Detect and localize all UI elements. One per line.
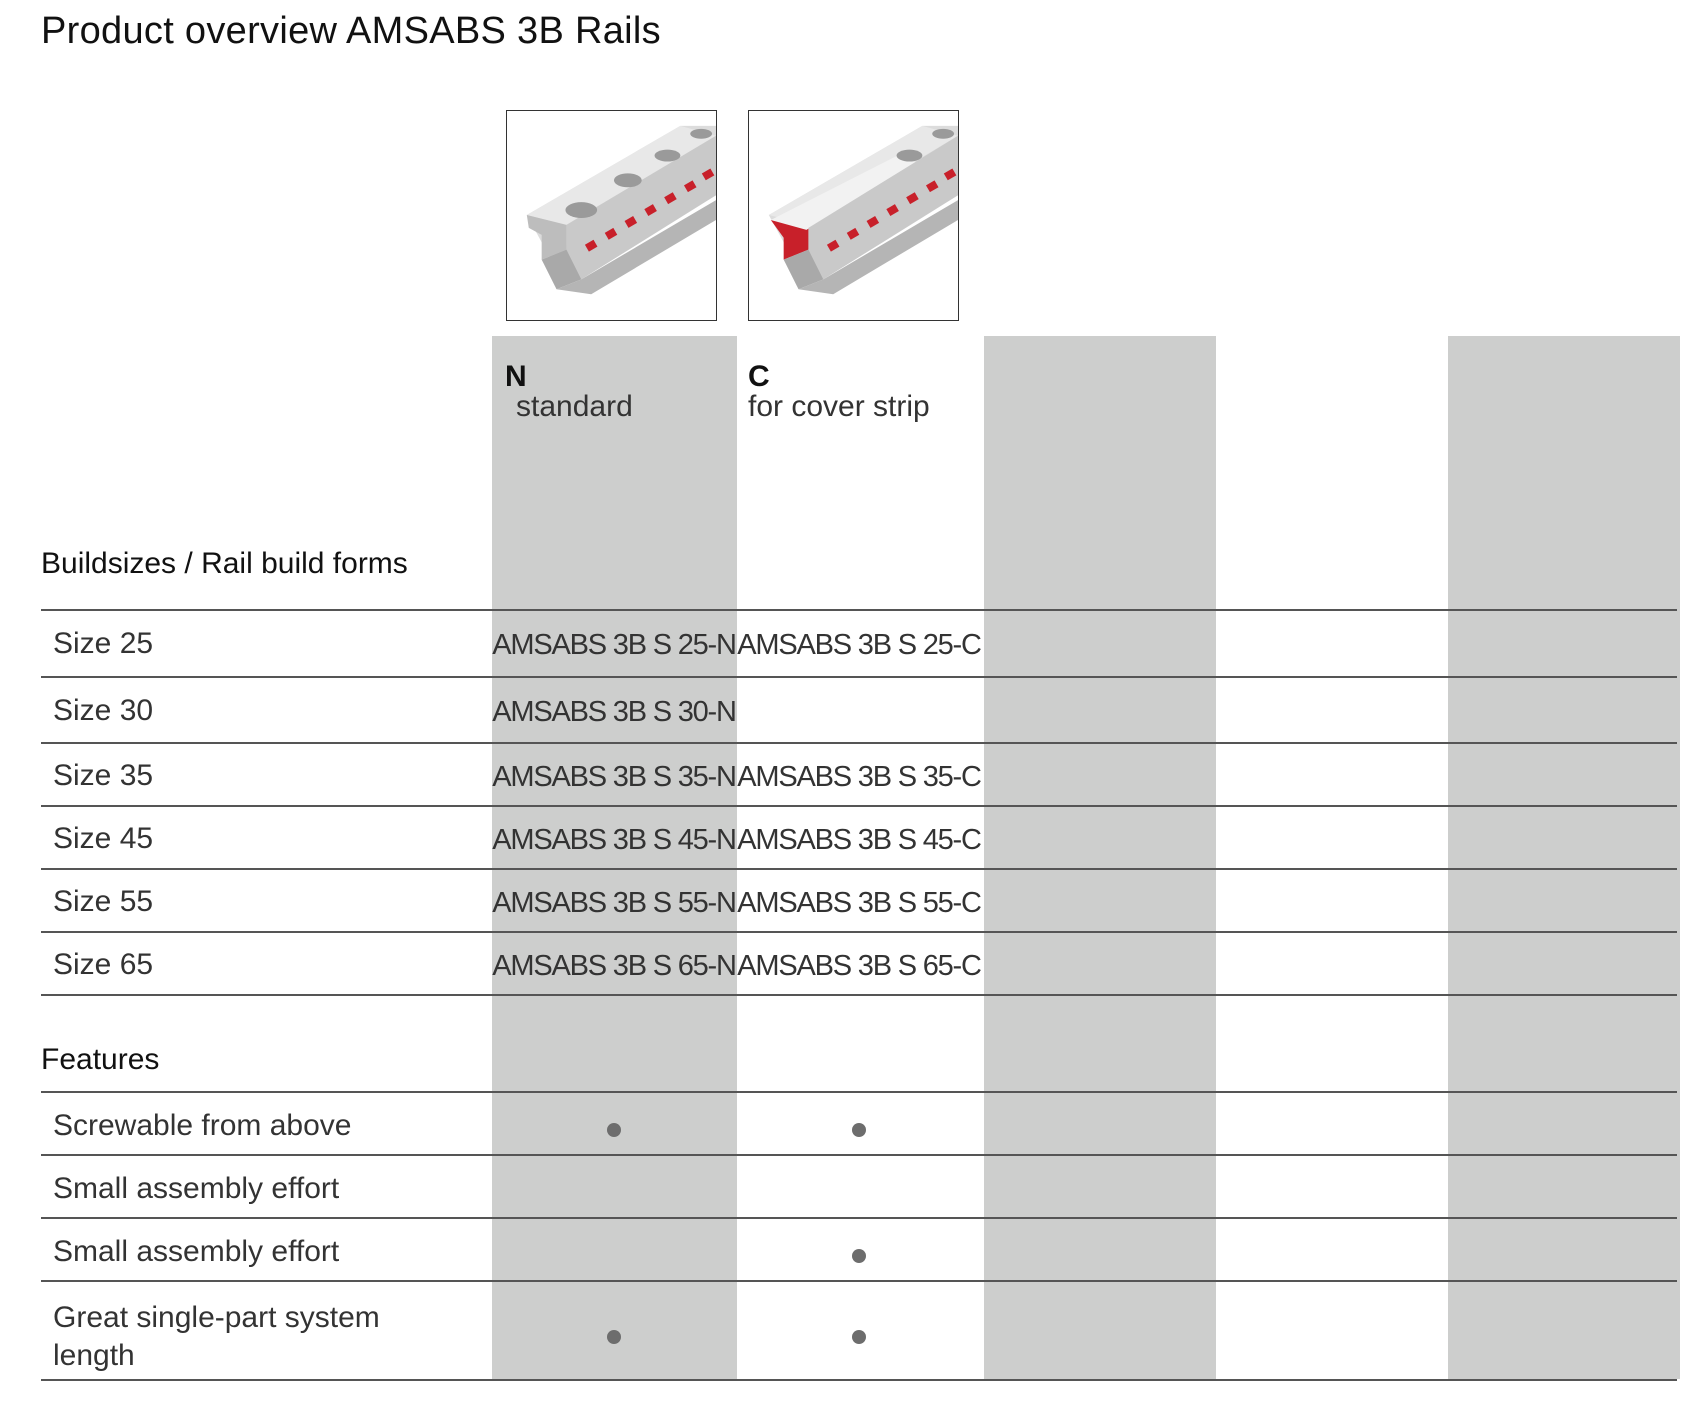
divider (41, 742, 1677, 744)
divider (41, 805, 1677, 807)
size-n-cell: AMSABS 3B S 55-N (492, 887, 737, 919)
size-c-cell: AMSABS 3B S 55-C (737, 887, 982, 919)
feature-row-label: Small assembly effort (53, 1235, 340, 1268)
divider (41, 931, 1677, 933)
size-n-cell: AMSABS 3B S 45-N (492, 824, 737, 856)
feature-row-label: Small assembly effort (53, 1172, 340, 1205)
rail-c-image (748, 110, 959, 321)
size-n-cell: AMSABS 3B S 25-N (492, 629, 737, 661)
column-shade-n (492, 336, 737, 1379)
rail-cover-strip-icon (768, 125, 958, 295)
variant-c-code: C (748, 360, 770, 393)
feature-n-bullet (607, 1123, 621, 1137)
section-buildsizes-heading: Buildsizes / Rail build forms (41, 547, 408, 580)
size-row-label: Size 35 (53, 759, 154, 792)
feature-c-bullet (852, 1330, 866, 1344)
rail-standard-icon (526, 125, 716, 295)
size-c-cell: AMSABS 3B S 65-C (737, 950, 982, 982)
size-c-cell: AMSABS 3B S 45-C (737, 824, 982, 856)
section-features-heading: Features (41, 1043, 160, 1076)
feature-c-bullet (852, 1249, 866, 1263)
variant-c-heading: C for cover strip (748, 362, 930, 422)
divider (41, 868, 1677, 870)
size-n-cell: AMSABS 3B S 65-N (492, 950, 737, 982)
divider (41, 1091, 1677, 1093)
size-row-label: Size 25 (53, 627, 154, 660)
size-c-cell: AMSABS 3B S 35-C (737, 761, 982, 793)
size-row-label: Size 45 (53, 822, 154, 855)
size-c-cell: AMSABS 3B S 25-C (737, 629, 982, 661)
variant-n-description: standard (516, 390, 633, 423)
size-row-label: Size 65 (53, 948, 154, 981)
divider (41, 609, 1677, 611)
variant-c-description: for cover strip (748, 390, 930, 423)
page-title: Product overview AMSABS 3B Rails (41, 10, 661, 52)
size-n-cell: AMSABS 3B S 30-N (492, 696, 737, 728)
size-row-label: Size 30 (53, 694, 154, 727)
feature-n-bullet (607, 1330, 621, 1344)
column-shade-3 (984, 336, 1216, 1379)
feature-row-label: Great single-part system length (53, 1301, 380, 1372)
feature-row-label: Screwable from above (53, 1109, 352, 1142)
divider (41, 1280, 1677, 1282)
divider (41, 1379, 1677, 1381)
size-row-label: Size 55 (53, 885, 154, 918)
divider (41, 1217, 1677, 1219)
divider (41, 994, 1677, 996)
divider (41, 676, 1677, 678)
feature-c-bullet (852, 1123, 866, 1137)
rail-n-image (506, 110, 717, 321)
variant-n-heading: N standard (505, 362, 633, 422)
variant-n-code: N (505, 360, 527, 393)
size-n-cell: AMSABS 3B S 35-N (492, 761, 737, 793)
divider (41, 1154, 1677, 1156)
column-shade-5 (1448, 336, 1680, 1379)
